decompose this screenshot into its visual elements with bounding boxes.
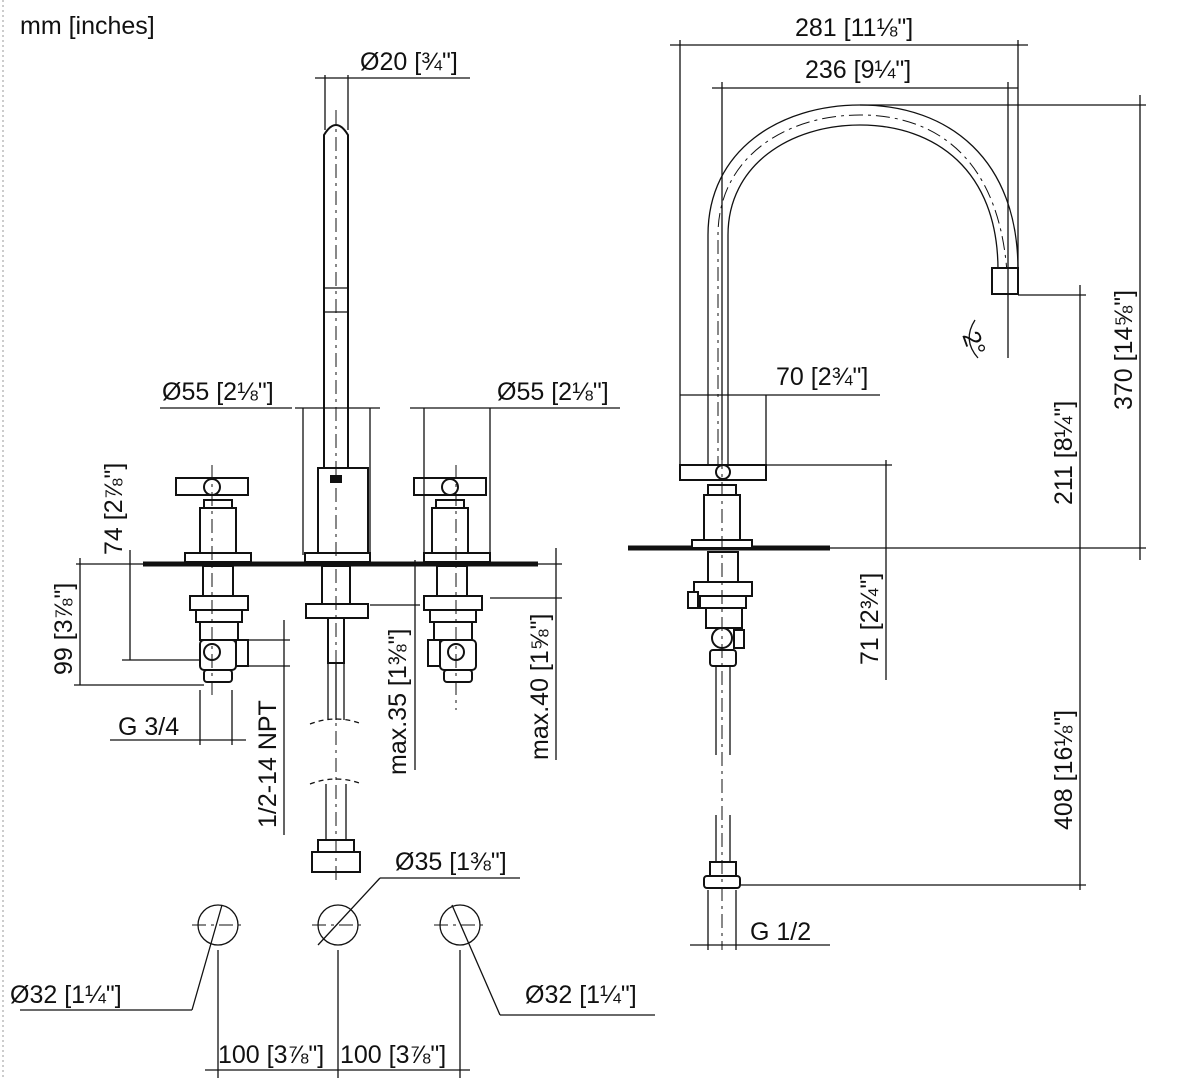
units-label: mm [inches] (20, 12, 155, 40)
dim-spacing-left: 100 [3⅞"] (218, 1041, 324, 1069)
dim-handle-height: 74 [2⅞"] (100, 463, 128, 555)
dim-base-diameter-left: Ø55 [2⅛"] (162, 378, 274, 406)
dim-valve-depth: 99 [3⅞"] (50, 583, 78, 675)
front-view (20, 75, 655, 1078)
labels: mm [inches] Ø20 [¾"] 281 [11⅛"] 236 [9¼"… (10, 12, 1138, 1069)
dim-hole-left: Ø32 [1¼"] (10, 981, 122, 1009)
dim-side-base: 70 [2¾"] (776, 363, 868, 391)
dim-max40: max.40 [1⅝"] (526, 614, 554, 760)
label-g12: G 1/2 (750, 918, 811, 946)
dim-spacing-right: 100 [3⅞"] (340, 1041, 446, 1069)
dim-height-total: 370 [14⅝"] (1110, 290, 1138, 410)
left-handle (175, 465, 252, 700)
dim-reach: 236 [9¼"] (805, 56, 911, 84)
side-dimension-lines (670, 40, 1146, 950)
dim-outlet-height: 211 [8¼"] (1050, 401, 1078, 505)
dim-hole-center: Ø35 [1⅜"] (395, 848, 507, 876)
right-handle (413, 465, 491, 710)
side-view (628, 40, 1146, 950)
dim-hose-length: 408 [16⅛"] (1050, 710, 1078, 830)
dim-spout-angle: 2° (956, 327, 990, 359)
dim-hole-right: Ø32 [1¼"] (525, 981, 637, 1009)
mounting-holes (192, 904, 486, 946)
dim-max35: max.35 [1⅜"] (384, 629, 412, 775)
label-g34: G 3/4 (118, 713, 179, 741)
dim-base-diameter-right: Ø55 [2⅛"] (497, 378, 609, 406)
front-dimension-lines (20, 75, 655, 1078)
dim-side-depth: 71 [2¾"] (856, 573, 884, 665)
dim-spout-diameter: Ø20 [¾"] (360, 48, 458, 76)
center-spout (304, 110, 371, 880)
label-npt: 1/2-14 NPT (254, 700, 282, 828)
dim-reach-total: 281 [11⅛"] (795, 14, 913, 42)
